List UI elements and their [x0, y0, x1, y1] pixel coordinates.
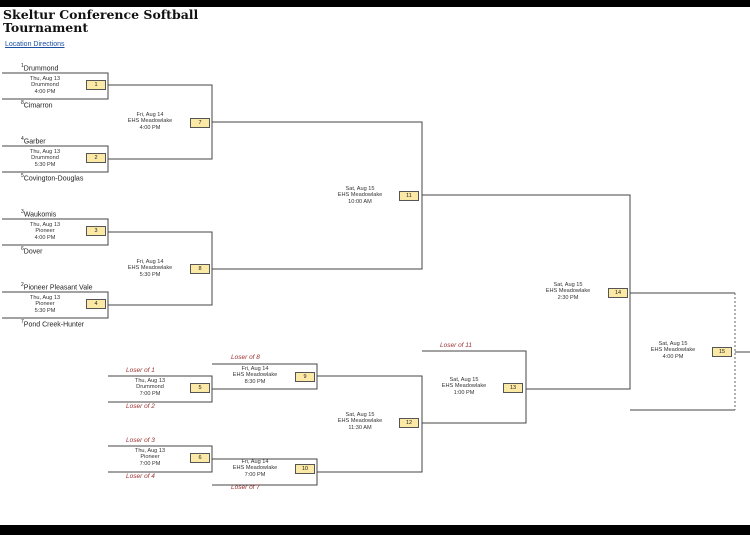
team-cimarron: 8Cimarron: [21, 100, 53, 110]
game-7-box[interactable]: 7: [190, 118, 210, 128]
team-pond-creek-hunter: 7Pond Creek-Hunter: [21, 319, 85, 329]
team-garber: 4Garber: [21, 136, 46, 146]
bracket-lines: [2, 72, 750, 486]
loser-of-3-label: Loser of 3: [126, 437, 155, 444]
team-drummond: 1Drummond: [21, 63, 59, 73]
page-title: Skeltur Conference Softball Tournament: [3, 8, 198, 34]
game-1-box[interactable]: 1: [86, 80, 106, 90]
loser-of-11-label: Loser of 11: [440, 342, 473, 349]
game-2-box[interactable]: 2: [86, 153, 106, 163]
game-10-box[interactable]: 10: [295, 464, 315, 474]
game-5-box[interactable]: 5: [190, 383, 210, 393]
game-3-box[interactable]: 3: [86, 226, 106, 236]
team-pioneer-pleasant-vale: 2Pioneer Pleasant Vale: [21, 282, 93, 292]
game-4-box[interactable]: 4: [86, 299, 106, 309]
game-8-box[interactable]: 8: [190, 264, 210, 274]
loser-of-8-label: Loser of 8: [231, 354, 260, 361]
loser-of-4-label: Loser of 4: [126, 473, 155, 480]
loser-of-1-label: Loser of 1: [126, 367, 155, 374]
game-12-box[interactable]: 12: [399, 418, 419, 428]
location-directions-link[interactable]: Location Directions: [5, 41, 65, 48]
team-dover: 6Dover: [21, 246, 43, 256]
game-11-box[interactable]: 11: [399, 191, 419, 201]
game-14-box[interactable]: 14: [608, 288, 628, 298]
loser-of-7-label: Loser of 7: [231, 484, 260, 491]
game-15-box[interactable]: 15: [712, 347, 732, 357]
bracket-page: Skeltur Conference Softball Tournament L…: [0, 7, 750, 525]
game-6-box[interactable]: 6: [190, 453, 210, 463]
loser-of-2-label: Loser of 2: [126, 403, 155, 410]
team-waukomis: 3Waukomis: [21, 209, 57, 219]
game-9-box[interactable]: 9: [295, 372, 315, 382]
title-line-2: Tournament: [3, 20, 89, 35]
game-13-box[interactable]: 13: [503, 383, 523, 393]
team-covington-douglas: 5Covington-Douglas: [21, 173, 84, 183]
title-line-1: Skeltur Conference Softball: [3, 7, 199, 22]
